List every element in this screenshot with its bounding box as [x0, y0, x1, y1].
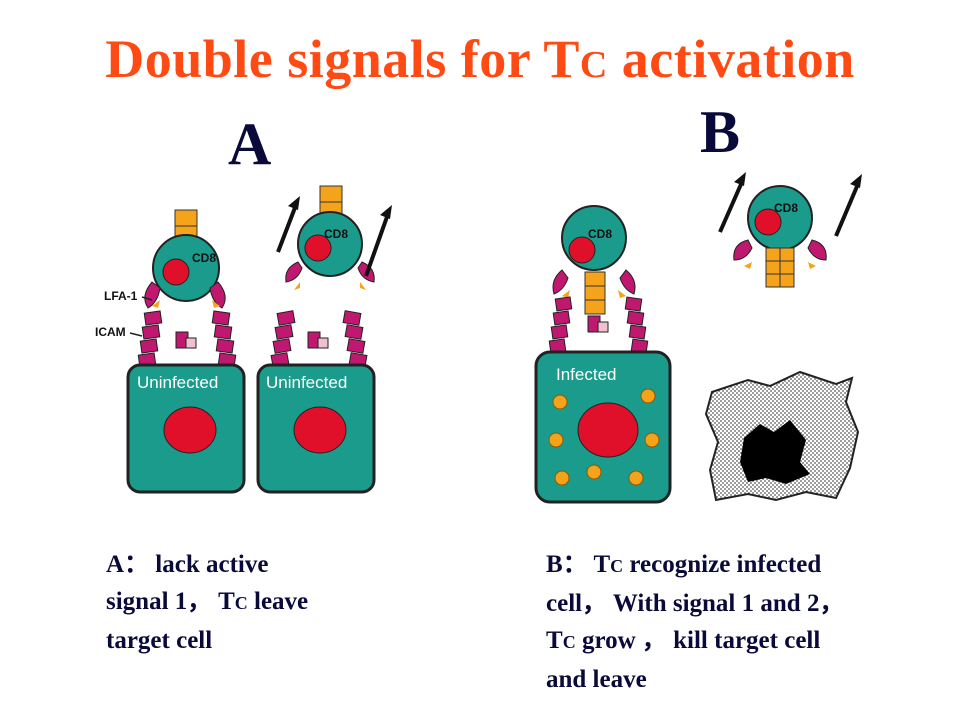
- icam-column-a2-right: [342, 310, 368, 368]
- leave-arrow: [834, 183, 860, 237]
- panel-label-b: B: [700, 99, 741, 165]
- leave-arrow-head: [850, 174, 862, 188]
- icam-label: ICAM: [95, 325, 126, 339]
- killed-target-cell: [704, 370, 860, 502]
- icam-column-a1-right: [211, 310, 237, 368]
- fragmented-nucleus: [740, 420, 810, 484]
- uninfected-cell-1: Uninfected: [126, 363, 246, 494]
- uninfected-label: Uninfected: [266, 373, 347, 392]
- leave-arrow-head: [380, 205, 392, 219]
- leave-arrow: [718, 181, 744, 233]
- cd8-label: CD8: [324, 227, 348, 241]
- cd8-label: CD8: [192, 251, 216, 265]
- icam-column-b-left: [548, 296, 573, 354]
- lfa1-arm: [144, 281, 161, 309]
- infected-cell: Infected: [534, 350, 672, 504]
- tc-nucleus: [162, 258, 190, 286]
- tc-cell-a2: CD8: [285, 185, 375, 290]
- lfa1-label: LFA-1: [104, 289, 138, 303]
- uninfected-label: Uninfected: [137, 373, 218, 392]
- lfa1-arm: [209, 281, 226, 309]
- mhc-molecule: [175, 331, 197, 349]
- cd8-label: CD8: [588, 227, 612, 241]
- cd8-label: CD8: [774, 201, 798, 215]
- icam-column-b-right: [624, 296, 649, 354]
- signal-spark: [152, 300, 160, 308]
- tc-cell-b2: CD8: [733, 185, 827, 288]
- tc-cell-b1: CD8: [552, 205, 636, 315]
- virus-particle: [548, 388, 660, 486]
- slide-title: Double signals for TC activation: [105, 29, 855, 89]
- leave-arrow-head: [734, 172, 746, 186]
- mhc-molecule: [307, 331, 329, 349]
- uninfected-cell-2: Uninfected: [256, 363, 376, 494]
- cd8-receptor: [174, 209, 198, 227]
- caption-a: A： lack active signal 1， TC leave target…: [106, 551, 309, 654]
- leave-arrow: [364, 213, 390, 277]
- caption-b: B： TC recognize infected cell， With sign…: [546, 551, 845, 693]
- mhc-molecule: [587, 315, 609, 333]
- cell-nucleus: [163, 406, 217, 454]
- icam-column-a2-left: [270, 310, 296, 368]
- icam-column-a1-left: [137, 310, 163, 368]
- signal-spark: [212, 300, 220, 308]
- infected-label: Infected: [556, 365, 617, 384]
- leave-arrow-head: [288, 196, 300, 210]
- leave-arrow: [276, 204, 298, 253]
- panel-label-a: A: [228, 111, 272, 177]
- tc-cell-a1: CD8: [144, 209, 226, 309]
